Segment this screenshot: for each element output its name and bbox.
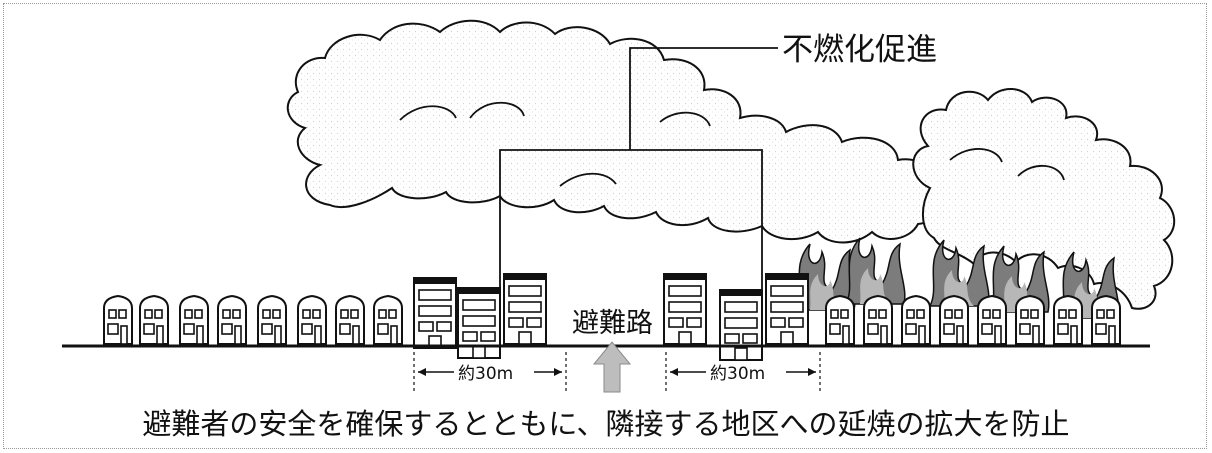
fireproofing-label: 不燃化促進 [782,32,937,68]
fireproofing-zone-outline [499,149,763,300]
left-width-label: 約30m [458,364,513,384]
smoke-cloud-left [286,19,941,244]
evacuation-route-label: 避難路 [572,308,653,339]
diagram-frame [3,3,1207,449]
diagram-caption: 避難者の安全を確保するとともに、隣接する地区への延焼の拡大を防止 [142,407,1069,441]
right-width-label: 約30m [710,364,765,384]
house-row-left [103,295,403,345]
up-arrow-icon [592,341,632,393]
fireproofing-leader-line [629,47,778,150]
